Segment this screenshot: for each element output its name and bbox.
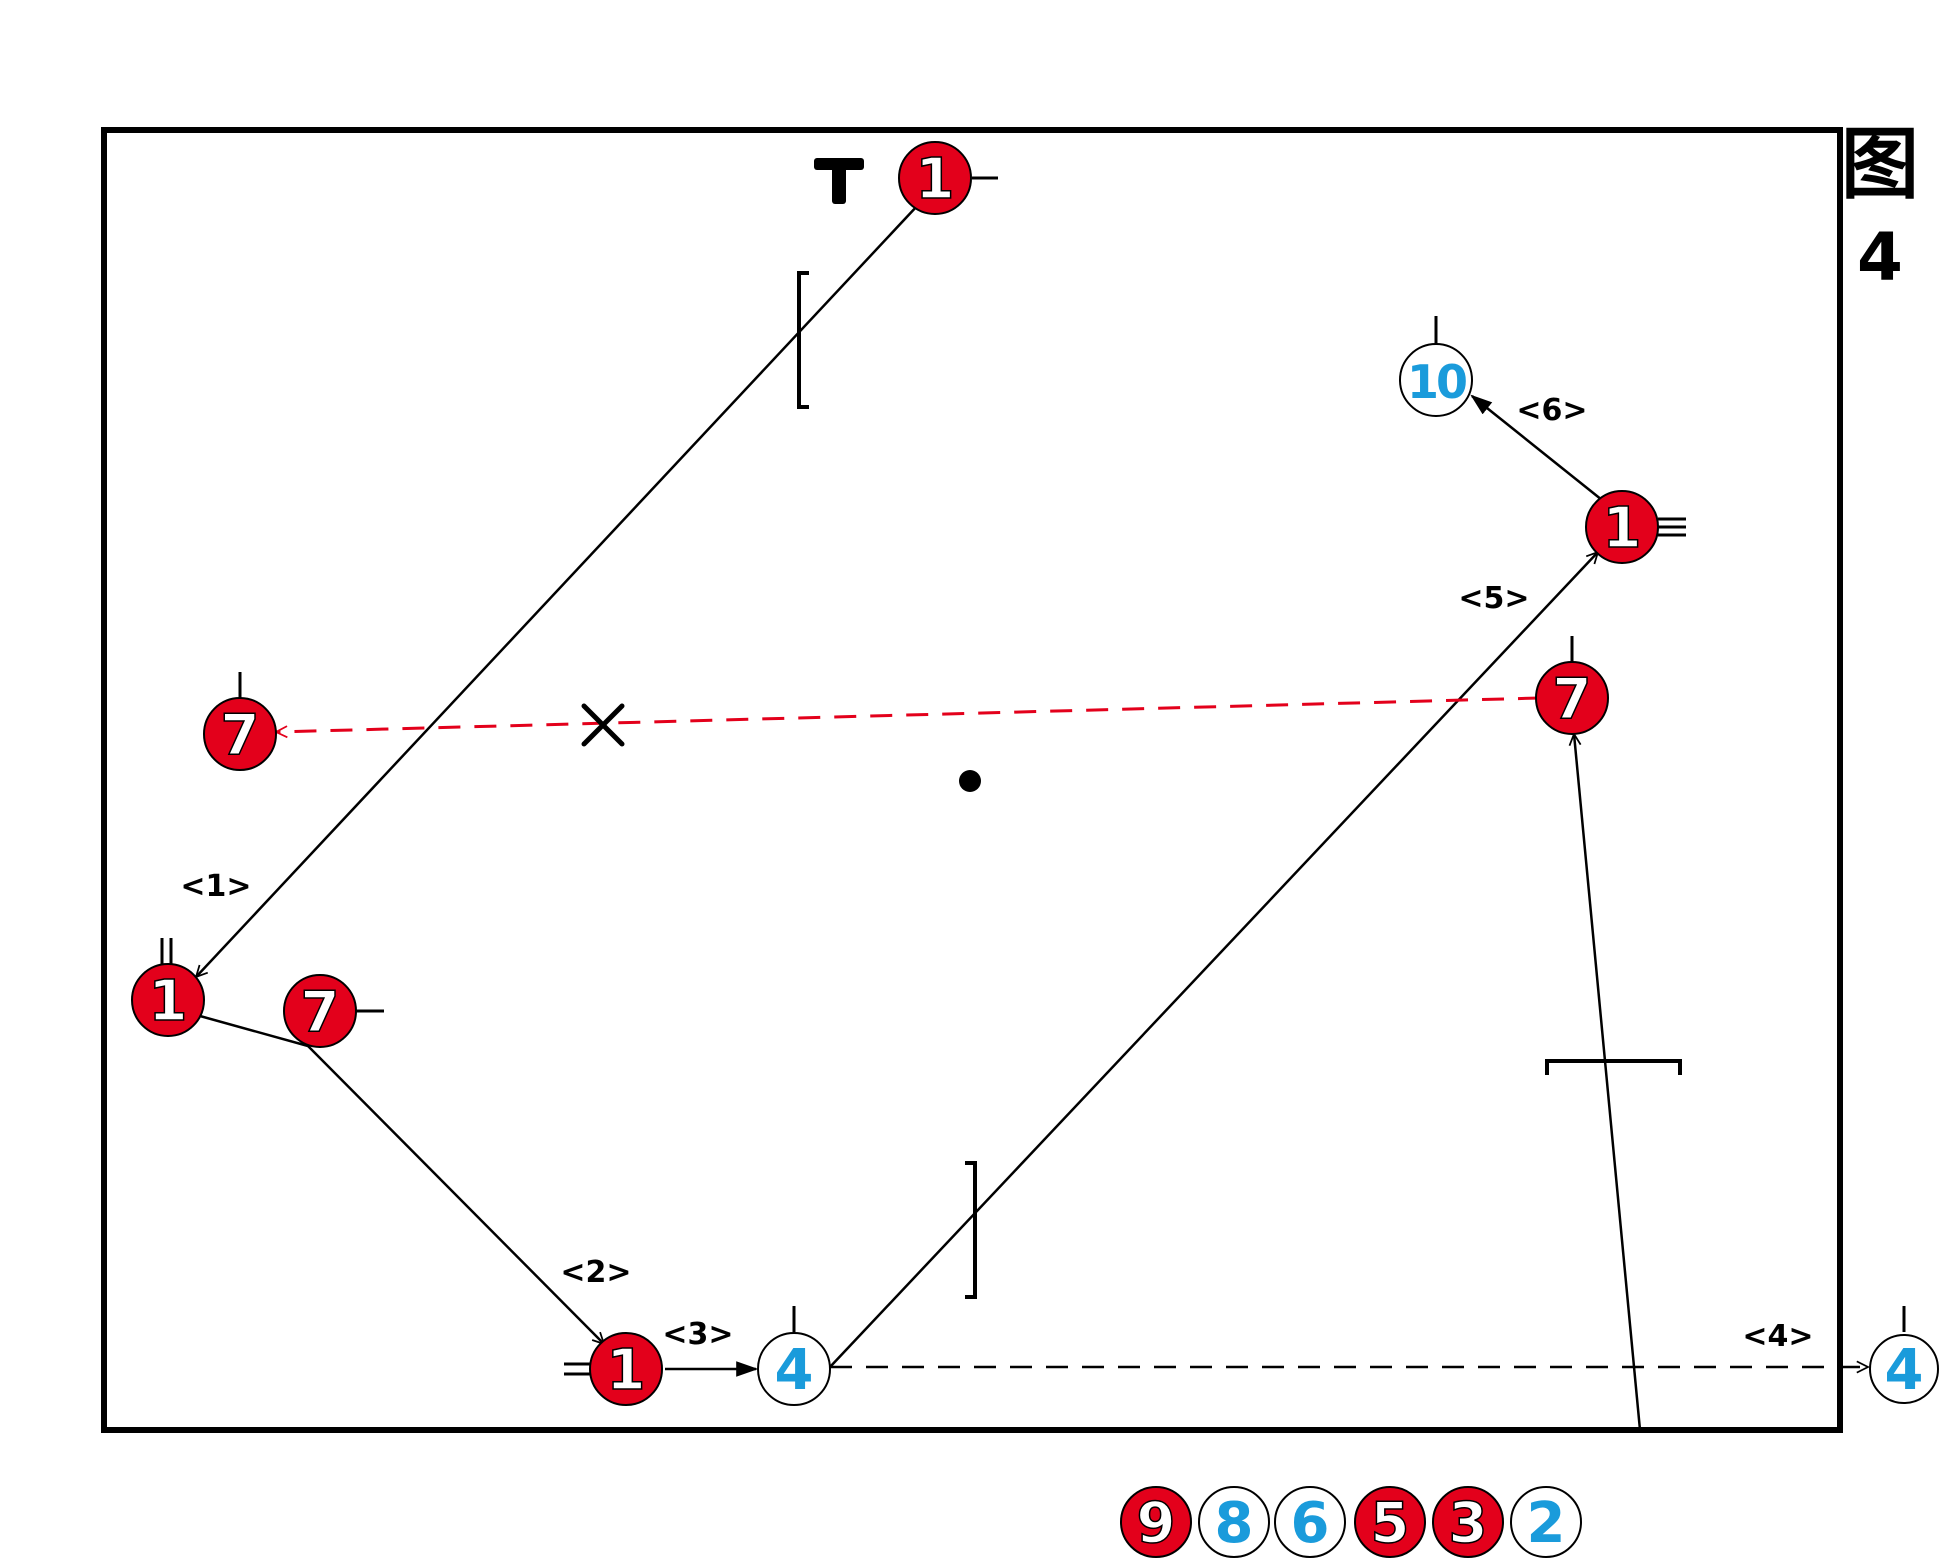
rotation-token: 6 bbox=[1274, 1486, 1346, 1558]
player-1-bottom-label: 1 bbox=[607, 1338, 646, 1403]
rotation-label: 8 bbox=[1215, 1491, 1254, 1556]
x-marker bbox=[581, 703, 625, 747]
player-1-left-label: 1 bbox=[149, 969, 188, 1034]
player-1-bottom: 1 bbox=[564, 1332, 663, 1406]
player-1-right-label: 1 bbox=[1603, 496, 1642, 561]
player-1-right: 1 bbox=[1585, 490, 1686, 564]
player-4-bottom-label: 4 bbox=[775, 1338, 814, 1403]
rotation-token: 8 bbox=[1198, 1486, 1270, 1558]
rotation-legend: 9 8 6 5 3 2 bbox=[1120, 1486, 1582, 1558]
path-step-5 bbox=[829, 552, 1598, 1368]
rotation-label: 2 bbox=[1527, 1491, 1566, 1556]
field-border bbox=[101, 127, 1843, 1433]
player-7-right: 7 bbox=[1535, 636, 1609, 735]
player-1-left: 1 bbox=[131, 938, 205, 1037]
screen-bracket-right bbox=[1545, 1059, 1682, 1075]
player-7-mid: 7 bbox=[283, 974, 384, 1048]
step-label-6: <6> bbox=[1516, 393, 1587, 428]
rotation-label: 5 bbox=[1371, 1491, 1410, 1556]
rotation-label: 9 bbox=[1137, 1491, 1176, 1556]
step-label-2: <2> bbox=[560, 1255, 631, 1290]
rotation-token: 3 bbox=[1432, 1486, 1504, 1558]
center-dot bbox=[959, 770, 981, 792]
rotation-token: 9 bbox=[1120, 1486, 1192, 1558]
figure-number: 4 bbox=[1857, 219, 1903, 296]
player-7-right-label: 7 bbox=[1553, 667, 1592, 732]
step-label-3: <3> bbox=[662, 1317, 733, 1352]
path-step-1 bbox=[196, 204, 919, 977]
player-7-mid-label: 7 bbox=[301, 980, 340, 1045]
path-step-2 bbox=[307, 1045, 604, 1344]
screen-bracket-bottom bbox=[965, 1161, 977, 1299]
player-4-right-label: 4 bbox=[1885, 1338, 1924, 1403]
step-label-1: <1> bbox=[180, 869, 251, 904]
path-step-6-pass bbox=[1470, 394, 1603, 501]
path-red-dashed bbox=[276, 696, 1541, 732]
player-1-top-label: 1 bbox=[916, 147, 955, 212]
path-cut-left bbox=[199, 1014, 309, 1048]
player-10: 10 bbox=[1399, 316, 1473, 417]
player-7-left-label: 7 bbox=[221, 703, 260, 768]
rotation-label: 3 bbox=[1449, 1491, 1488, 1556]
step-label-5: <5> bbox=[1458, 581, 1529, 616]
player-4-right: 4 bbox=[1869, 1306, 1939, 1404]
path-right-up bbox=[1574, 734, 1642, 1431]
player-7-left: 7 bbox=[203, 672, 277, 771]
step-label-4: <4> bbox=[1742, 1319, 1813, 1354]
screen-bracket-top bbox=[797, 271, 809, 409]
rotation-token: 2 bbox=[1510, 1486, 1582, 1558]
t-marker bbox=[814, 158, 864, 204]
figure-char: 图 bbox=[1840, 120, 1919, 210]
rotation-label: 6 bbox=[1291, 1491, 1330, 1556]
player-4-bottom: 4 bbox=[757, 1306, 831, 1406]
rotation-token: 5 bbox=[1354, 1486, 1426, 1558]
player-1-top: 1 bbox=[898, 141, 998, 215]
player-10-label: 10 bbox=[1407, 355, 1466, 409]
